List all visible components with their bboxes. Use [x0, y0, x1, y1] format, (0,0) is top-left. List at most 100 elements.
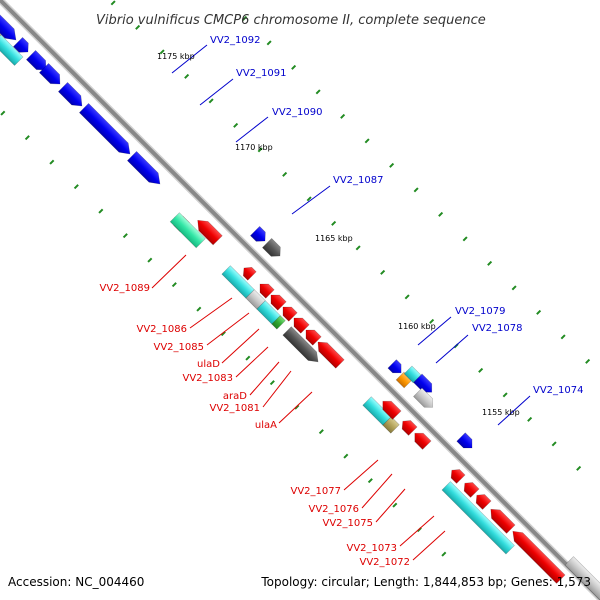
gene-feature-cyan-5[interactable] — [441, 481, 515, 555]
ruler-tick — [331, 220, 337, 226]
gene-arrow-vv2-1087-dark[interactable] — [261, 237, 284, 260]
gene-arrow-vv2-1093[interactable] — [12, 36, 32, 56]
map-title: Vibrio vulnificus CMCP6 chromosome II, c… — [96, 13, 486, 28]
gene-label-vv2-1078[interactable]: VV2_1078 — [472, 323, 523, 334]
reverse-gene-labels: VV2_1089 VV2_1086 VV2_1085 ulaD VV2_1083… — [100, 283, 411, 568]
gene-feature-top-cyan[interactable] — [0, 34, 24, 66]
gene-arrow-ulad[interactable] — [279, 303, 298, 322]
gene-label-vv2-1092[interactable]: VV2_1092 — [210, 35, 261, 46]
gene-arrow-vv2-1073a[interactable] — [448, 466, 466, 484]
gene-arrow-vv2-1085[interactable] — [256, 280, 275, 299]
gene-arrow-vv2-1083[interactable] — [290, 314, 310, 334]
gene-label-vv2-1091[interactable]: VV2_1091 — [236, 68, 287, 79]
ruler-tick — [340, 113, 346, 119]
gene-label-ulad[interactable]: ulaD — [197, 359, 220, 370]
gene-label-vv2-1085[interactable]: VV2_1085 — [154, 342, 205, 353]
ruler-tick — [294, 404, 300, 410]
gene-label-vv2-1087[interactable]: VV2_1087 — [333, 175, 384, 186]
gene-arrow-vv2-1072[interactable] — [509, 527, 566, 584]
ruler-tick — [560, 334, 566, 340]
accession-text: Accession: NC_004460 — [8, 575, 144, 589]
gene-feature-bottom-light[interactable] — [564, 556, 600, 600]
callout-line — [361, 473, 393, 509]
ruler-tick — [487, 260, 493, 266]
callout-line — [262, 370, 292, 408]
gene-feature-grey-1[interactable] — [245, 289, 266, 310]
gene-arrow-vv2-1073c[interactable] — [473, 491, 492, 510]
gene-arrow-vv2-1089[interactable] — [193, 216, 223, 246]
gene-arrow-vv2-1090[interactable] — [78, 102, 134, 158]
gene-arrow-vv2-1091[interactable] — [57, 81, 86, 110]
gene-label-vv2-1075[interactable]: VV2_1075 — [323, 518, 374, 529]
gene-arrow-vv2-1093b[interactable] — [25, 49, 50, 74]
gene-arrow-vv2-1081[interactable] — [314, 338, 345, 369]
ruler-tick — [343, 453, 349, 459]
gene-arrow-vv2-1088[interactable] — [126, 150, 164, 188]
ruler-tick — [462, 236, 468, 242]
gene-label-vv2-1083[interactable]: VV2_1083 — [183, 373, 234, 384]
ruler-tick — [478, 367, 484, 373]
gene-feature-cyan-1[interactable] — [221, 265, 255, 299]
gene-label-vv2-1081[interactable]: VV2_1081 — [210, 403, 261, 414]
gene-feature-olive-2[interactable] — [382, 416, 400, 434]
gene-arrow-ulaa[interactable] — [282, 326, 322, 366]
gene-label-vv2-1076[interactable]: VV2_1076 — [309, 504, 360, 515]
gene-arrow-vv2-1077[interactable] — [379, 397, 402, 420]
gene-feature-green[interactable] — [271, 315, 286, 330]
gene-label-vv2-1077[interactable]: VV2_1077 — [291, 486, 342, 497]
ruler-tick — [269, 380, 275, 386]
ruler-tick — [315, 89, 321, 95]
gene-label-vv2-1079[interactable]: VV2_1079 — [455, 306, 506, 317]
ruler-tick — [110, 0, 116, 6]
ruler-tick — [220, 331, 226, 337]
gene-feature-cyan-3[interactable] — [403, 365, 422, 384]
ruler-tick — [404, 294, 410, 300]
gene-arrow-vv2-1094[interactable] — [0, 0, 21, 45]
ruler-tick — [380, 269, 386, 275]
callout-line — [221, 328, 260, 364]
gene-label-vv2-1089[interactable]: VV2_1089 — [100, 283, 151, 294]
gene-label-arad[interactable]: araD — [223, 391, 247, 402]
ruler-tick — [0, 110, 6, 116]
label-callouts — [151, 44, 531, 561]
gene-arrow-vv2-1078-a[interactable] — [413, 373, 436, 396]
ruler-tick — [159, 49, 165, 55]
gene-arrow-vv2-1087[interactable] — [249, 225, 269, 245]
callout-line — [375, 488, 406, 523]
gene-arrow-vv2-1073b[interactable] — [461, 479, 480, 498]
gene-arrow-vv2-1084[interactable] — [267, 291, 287, 311]
gene-arrow-vv2-1092-a[interactable] — [38, 62, 64, 88]
ruler-tick — [576, 465, 582, 471]
gene-arrow-vv2-1076[interactable] — [399, 417, 418, 436]
callout-line — [417, 316, 452, 346]
gene-label-ulaa[interactable]: ulaA — [255, 420, 277, 431]
ruler-tick — [233, 122, 239, 128]
gene-label-vv2-1090[interactable]: VV2_1090 — [272, 107, 323, 118]
callout-line — [343, 459, 379, 491]
gene-arrow-vv2-1089-teal[interactable] — [169, 212, 206, 249]
gene-arrow-vv2-1078[interactable] — [413, 387, 436, 411]
gene-label-vv2-1086[interactable]: VV2_1086 — [137, 324, 188, 335]
gene-arrow-arad[interactable] — [302, 326, 322, 346]
callout-line — [235, 116, 269, 143]
ruler-tick — [364, 138, 370, 144]
gene-arrow-vv2-1075[interactable] — [411, 429, 432, 450]
ruler-tick — [585, 358, 591, 364]
gene-label-vv2-1073[interactable]: VV2_1073 — [347, 543, 398, 554]
gene-arrow-vv2-1086[interactable] — [240, 264, 257, 281]
ruler-tick — [318, 429, 324, 435]
gene-arrow-vv2-1079[interactable] — [387, 359, 405, 377]
gene-arrow-vv2-1073[interactable] — [487, 505, 516, 534]
gene-arrow-vv2-1074[interactable] — [456, 432, 476, 452]
ruler-ticks — [0, 0, 591, 557]
kbp-label-1155: 1155 kbp — [482, 408, 520, 417]
gene-label-vv2-1074[interactable]: VV2_1074 — [533, 385, 584, 396]
callout-line — [249, 361, 280, 396]
ruler-tick — [291, 64, 297, 70]
gene-label-vv2-1072[interactable]: VV2_1072 — [360, 557, 411, 568]
gene-feature-cyan-2[interactable] — [256, 300, 281, 325]
